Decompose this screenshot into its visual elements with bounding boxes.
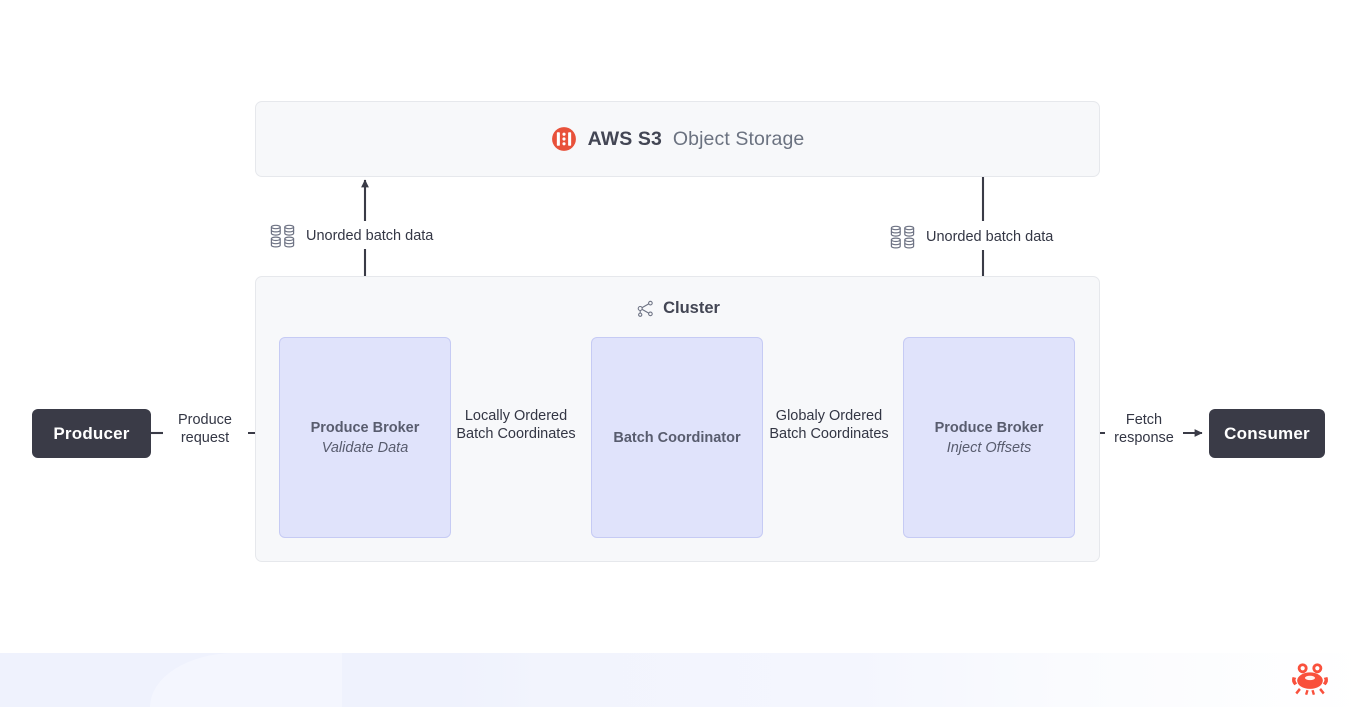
cluster-title-label: Cluster <box>663 299 720 317</box>
crab-logo <box>1291 663 1329 696</box>
consumer-label: Consumer <box>1224 423 1310 443</box>
s3-storage-panel: AWS S3 Object Storage <box>255 101 1100 177</box>
node-produce-broker-inject[interactable]: Produce Broker Inject Offsets <box>903 337 1075 538</box>
aws-s3-bucket-icon <box>551 127 576 151</box>
cluster-topology-icon <box>637 300 653 317</box>
node-subtitle: Inject Offsets <box>946 439 1032 456</box>
edge-label-store-download: Unorded batch data <box>890 225 1053 249</box>
node-title: Batch Coordinator <box>613 429 741 446</box>
database-stack-icon <box>270 224 295 248</box>
database-stack-icon <box>890 225 915 249</box>
node-batch-coordinator[interactable]: Batch Coordinator <box>591 337 763 538</box>
s3-brand-label: AWS S3 <box>587 127 662 150</box>
store-upload-text: Unorded batch data <box>306 228 434 244</box>
producer-label: Producer <box>53 423 130 443</box>
cluster-panel-title: Cluster <box>256 299 1101 318</box>
edge-label-globaly-ordered: Globaly Ordered Batch Coordinates <box>769 408 889 442</box>
endpoint-consumer[interactable]: Consumer <box>1209 409 1325 458</box>
store-download-text: Unorded batch data <box>926 229 1054 245</box>
edge-label-fetch-response: Fetch response <box>1114 412 1174 446</box>
node-produce-broker-validate[interactable]: Produce Broker Validate Data <box>279 337 451 538</box>
node-subtitle: Validate Data <box>321 439 409 456</box>
edge-label-locally-ordered: Locally Ordered Batch Coordinates <box>456 408 576 442</box>
edge-label-produce-request: Produce request <box>177 412 232 446</box>
node-title: Produce Broker <box>310 419 420 436</box>
s3-panel-title: AWS S3 Object Storage <box>551 126 805 152</box>
endpoint-producer[interactable]: Producer <box>32 409 151 458</box>
node-title: Produce Broker <box>934 419 1044 436</box>
edge-label-store-upload: Unorded batch data <box>270 224 433 248</box>
s3-suffix-label: Object Storage <box>672 127 805 150</box>
